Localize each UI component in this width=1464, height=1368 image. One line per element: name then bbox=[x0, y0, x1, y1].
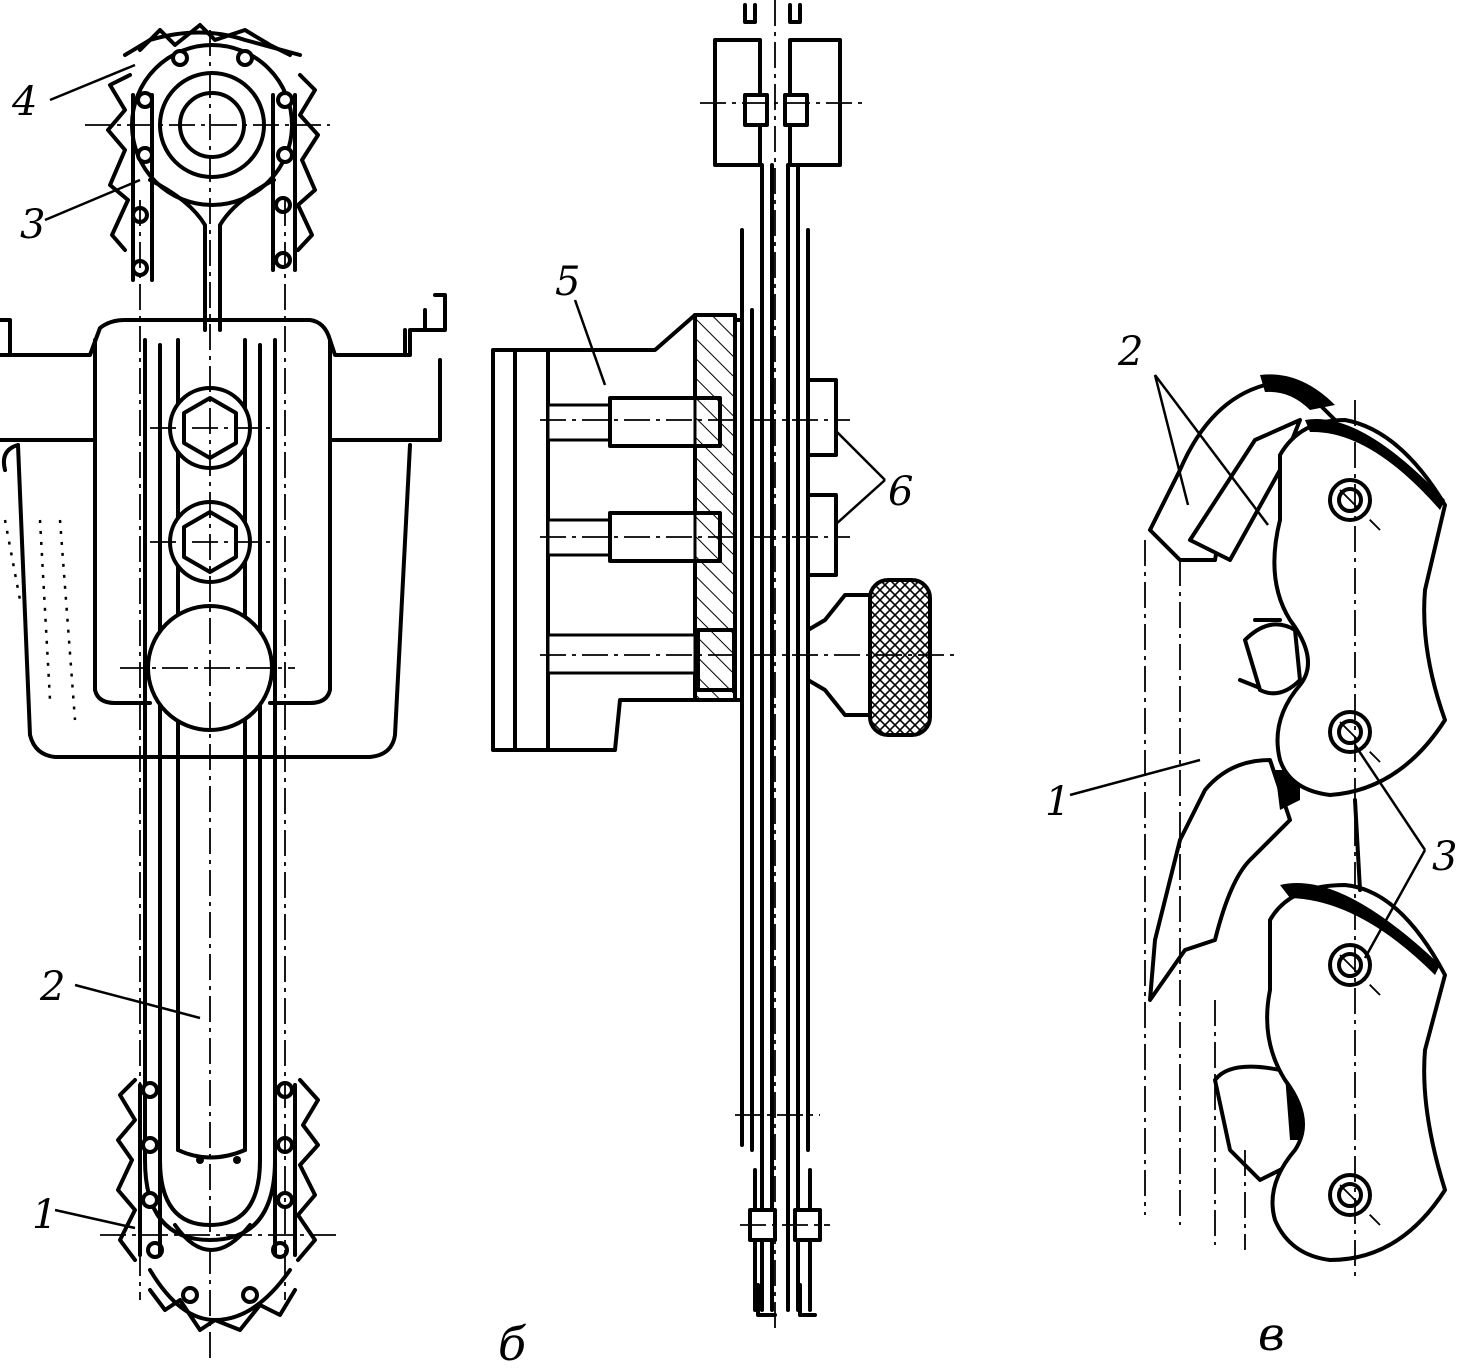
saw-chain-top bbox=[106, 23, 320, 282]
link-plates bbox=[1238, 418, 1447, 1262]
screws-6 bbox=[806, 378, 838, 577]
caption-c: в bbox=[1258, 1307, 1285, 1361]
view-c-center-lines bbox=[1144, 400, 1381, 1280]
caption-b: б bbox=[498, 1317, 527, 1368]
leader-2b bbox=[1154, 374, 1269, 526]
leader-2 bbox=[74, 983, 201, 1020]
label-tooth: 4 bbox=[11, 79, 37, 125]
label-housing: 5 bbox=[555, 259, 580, 305]
leader-4 bbox=[49, 63, 136, 102]
view-a-center-lines bbox=[85, 30, 340, 1360]
label-cutters: 1 bbox=[1045, 779, 1070, 825]
view-b-center-lines bbox=[540, 0, 955, 1330]
view-b-cross-section: 5 6 б bbox=[491, 0, 955, 1368]
view-a-chain-saw: 4 3 2 1 bbox=[0, 23, 447, 1360]
leader-3a bbox=[1353, 744, 1427, 851]
leader-6b bbox=[834, 479, 886, 526]
label-screws: 6 bbox=[888, 469, 913, 515]
leader-5 bbox=[573, 299, 607, 386]
knurled-knob bbox=[806, 578, 932, 737]
label-pins: 3 bbox=[1432, 834, 1457, 880]
leader-3 bbox=[44, 178, 141, 222]
view-c-chain-links: 2 1 3 в bbox=[1045, 329, 1457, 1361]
leader-3b bbox=[1363, 849, 1427, 959]
label-bar: 2 bbox=[39, 964, 65, 1010]
leader-6a bbox=[834, 429, 886, 481]
drive-sprocket bbox=[130, 43, 294, 332]
mounting-frame bbox=[0, 293, 447, 759]
leader-2a bbox=[1153, 374, 1190, 506]
housing-block bbox=[491, 313, 737, 752]
saw-chain-bottom bbox=[116, 1078, 320, 1332]
leader-1c bbox=[1069, 758, 1201, 797]
label-links: 2 bbox=[1117, 329, 1143, 375]
leader-1 bbox=[54, 1208, 136, 1230]
label-chain: 1 bbox=[32, 1192, 57, 1238]
cutter-teeth bbox=[1148, 374, 1337, 1182]
label-sprocket: 3 bbox=[20, 202, 45, 248]
